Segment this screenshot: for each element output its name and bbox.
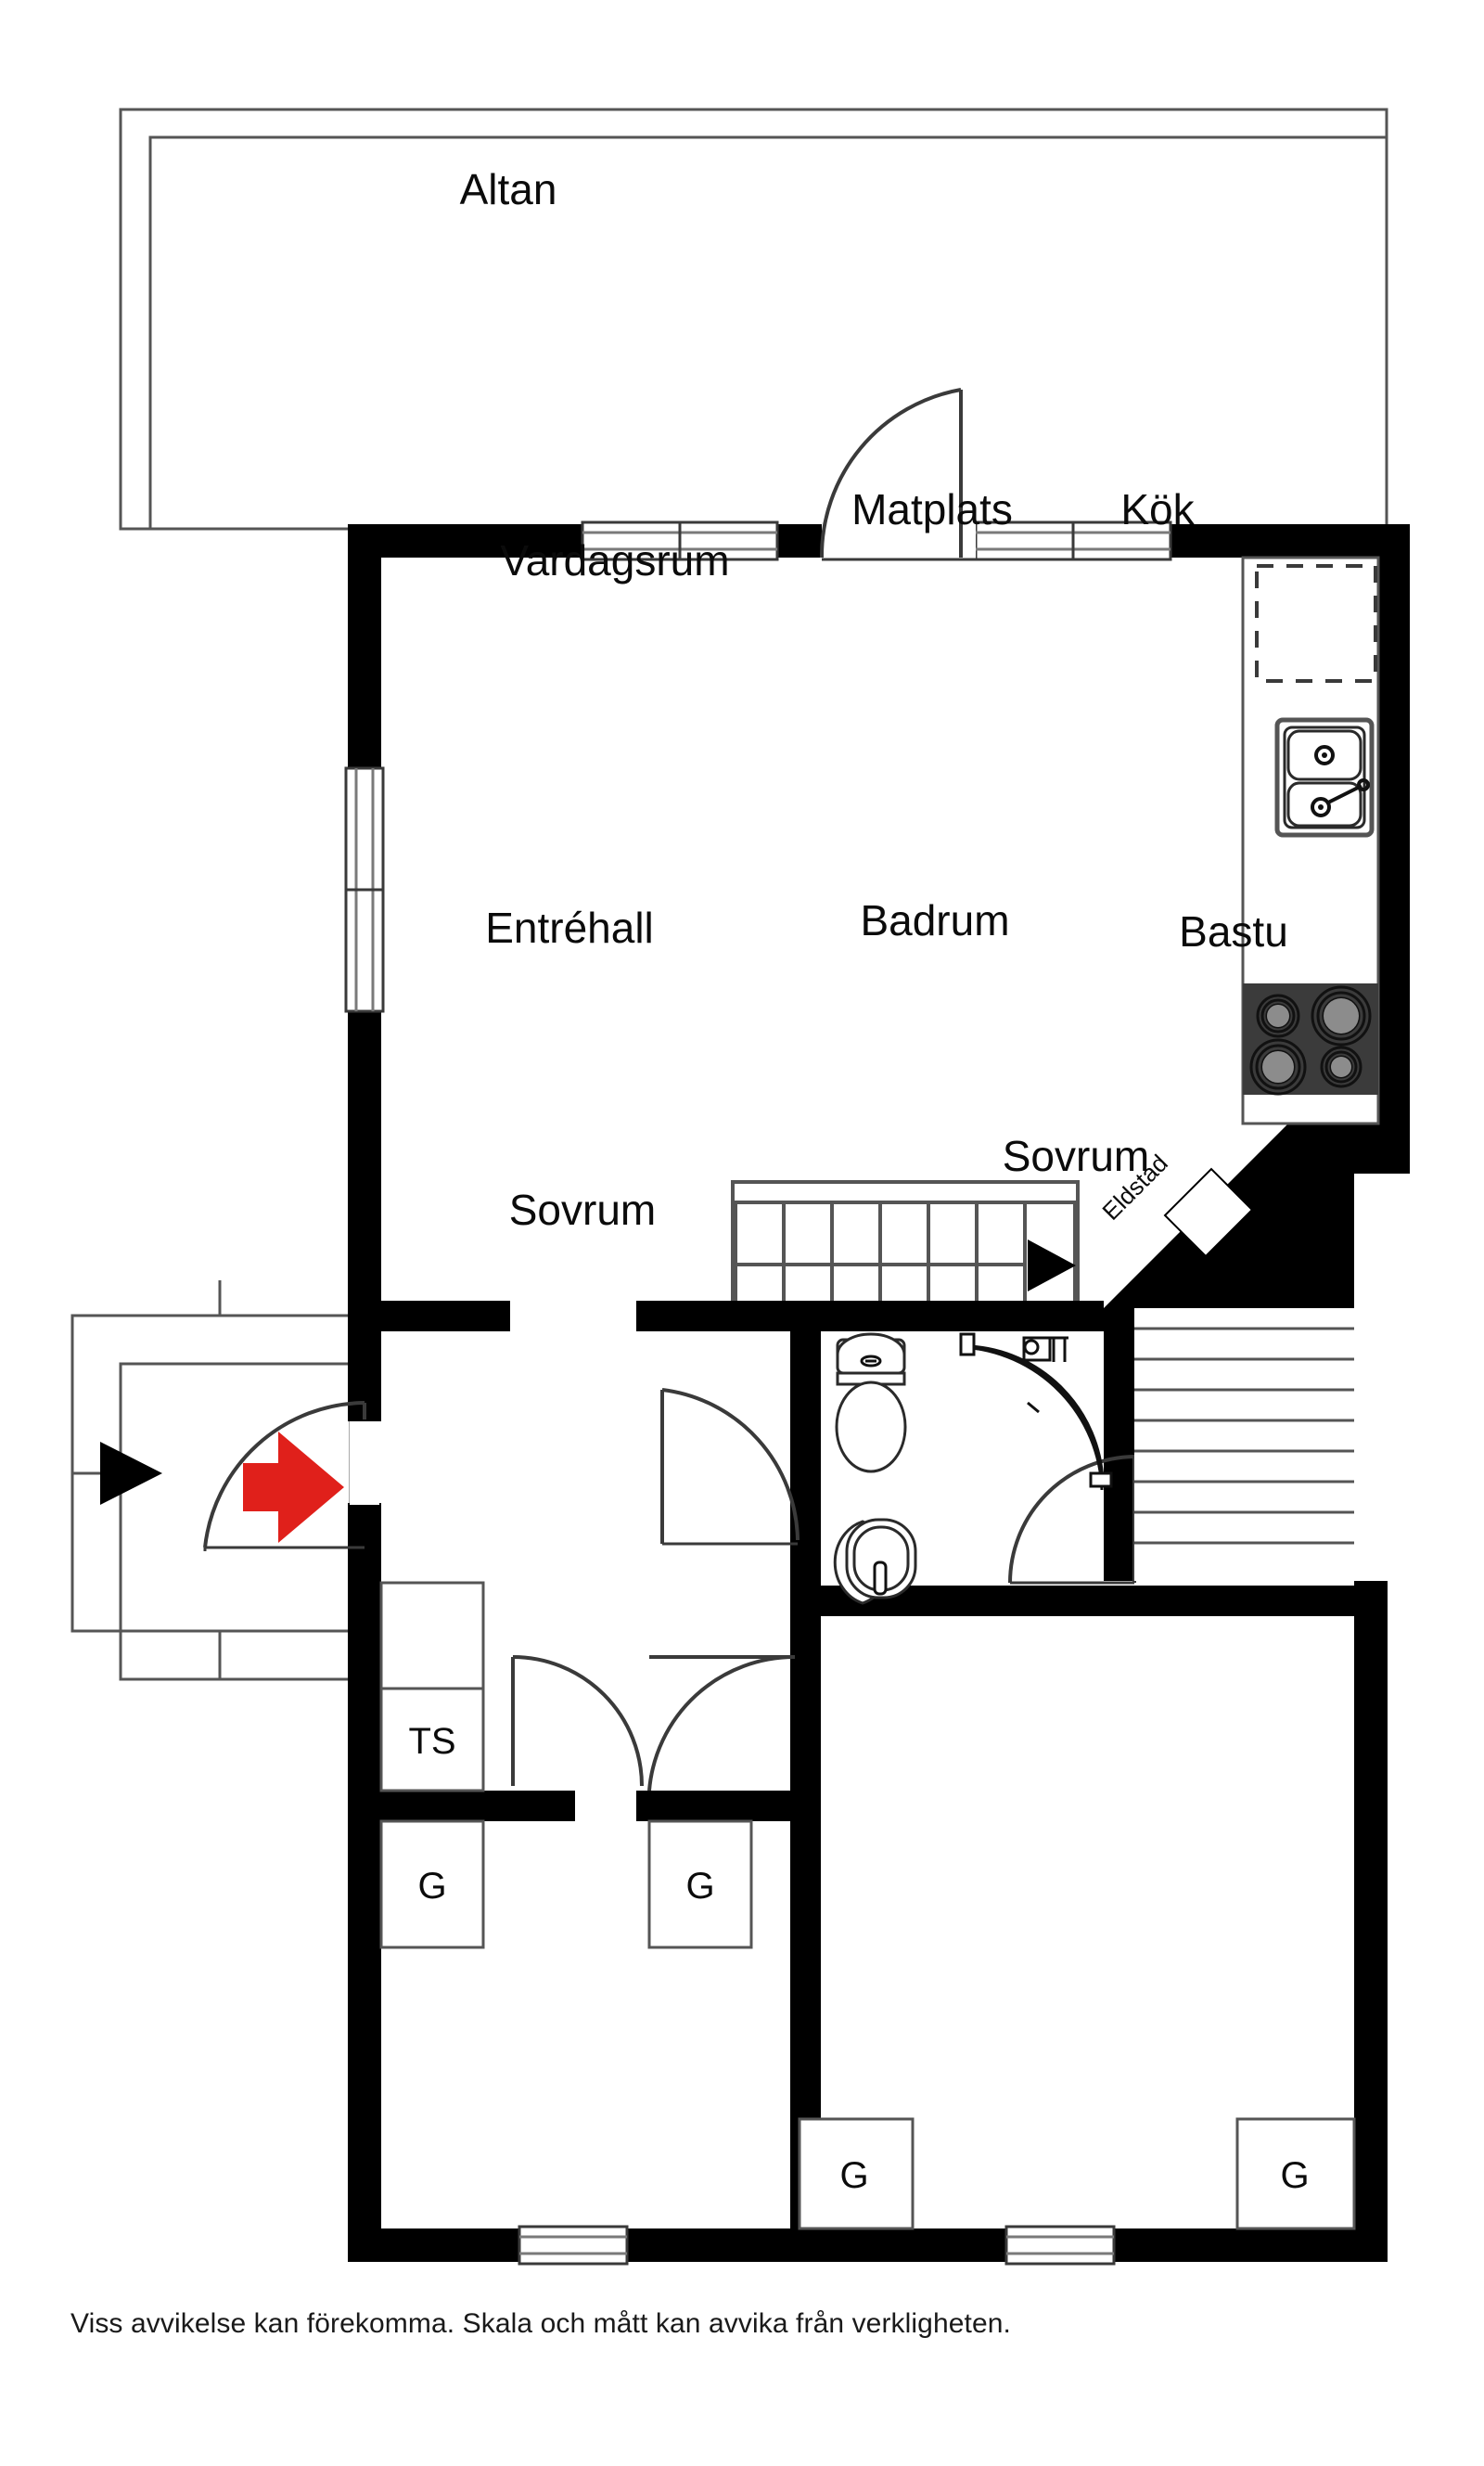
shower-corner-icon bbox=[959, 1332, 1113, 1491]
terrace-door[interactable] bbox=[819, 388, 976, 561]
disclaimer-note: Viss avvikelse kan förekomma. Skala och … bbox=[70, 2308, 1011, 2339]
room-label-altan: Altan bbox=[460, 165, 557, 213]
fireplace-mass bbox=[1104, 1115, 1376, 1308]
room-label-sovrum-1: Sovrum bbox=[509, 1186, 656, 1234]
shower-mixer-icon bbox=[1022, 1336, 1068, 1362]
front-door[interactable] bbox=[203, 1401, 379, 1551]
bedroom-2-door[interactable] bbox=[647, 1654, 796, 1792]
fridge-icon bbox=[1255, 564, 1377, 683]
closet-g-3 bbox=[798, 2117, 915, 2230]
kitchen-units bbox=[1241, 556, 1380, 1125]
window-terrace-left bbox=[581, 520, 779, 561]
closet-g-2 bbox=[647, 1819, 753, 1949]
closet-g-4 bbox=[1235, 2117, 1356, 2230]
closet-ts-upper bbox=[379, 1581, 485, 1690]
toilet-icon bbox=[835, 1332, 907, 1473]
room-label-kok: Kök bbox=[1120, 485, 1195, 533]
fireplace-hearth-icon bbox=[1163, 1167, 1254, 1258]
window-bedroom-south-right bbox=[1004, 2225, 1116, 2266]
washbasin-icon bbox=[833, 1518, 917, 1605]
closet-label-ts: TS bbox=[408, 1721, 455, 1762]
window-bedroom-south-left bbox=[518, 2225, 629, 2266]
closet-label-g-1: G bbox=[417, 1866, 446, 1907]
entrance-arrow-icon bbox=[243, 1432, 344, 1543]
bathroom-door[interactable] bbox=[660, 1388, 800, 1546]
bedroom-1-door[interactable] bbox=[511, 1655, 644, 1787]
room-label-bastu: Bastu bbox=[1179, 907, 1288, 956]
stairs-direction-arrow-icon bbox=[1028, 1239, 1076, 1291]
sauna-benches-icon bbox=[1134, 1308, 1388, 1581]
room-label-badrum: Badrum bbox=[860, 896, 1009, 944]
stove-icon bbox=[1243, 983, 1378, 1096]
room-label-sovrum-2: Sovrum bbox=[1003, 1132, 1149, 1180]
room-label-entrehall: Entréhall bbox=[485, 904, 654, 952]
closet-g-1 bbox=[379, 1819, 485, 1949]
exterior-step-arrow-icon bbox=[100, 1442, 162, 1505]
closet-label-g-4: G bbox=[1280, 2155, 1309, 2196]
sink-icon bbox=[1274, 717, 1375, 838]
closet-boxes bbox=[379, 1581, 1356, 2230]
window-living-west bbox=[344, 766, 385, 1013]
closet-ts bbox=[379, 1687, 485, 1792]
room-label-vardagsrum: Vardagsrum bbox=[500, 536, 729, 584]
closet-label-g-2: G bbox=[685, 1866, 714, 1907]
room-label-matplats: Matplats bbox=[851, 485, 1013, 533]
interior-walls bbox=[348, 1301, 1388, 2262]
closet-label-g-3: G bbox=[839, 2155, 868, 2196]
